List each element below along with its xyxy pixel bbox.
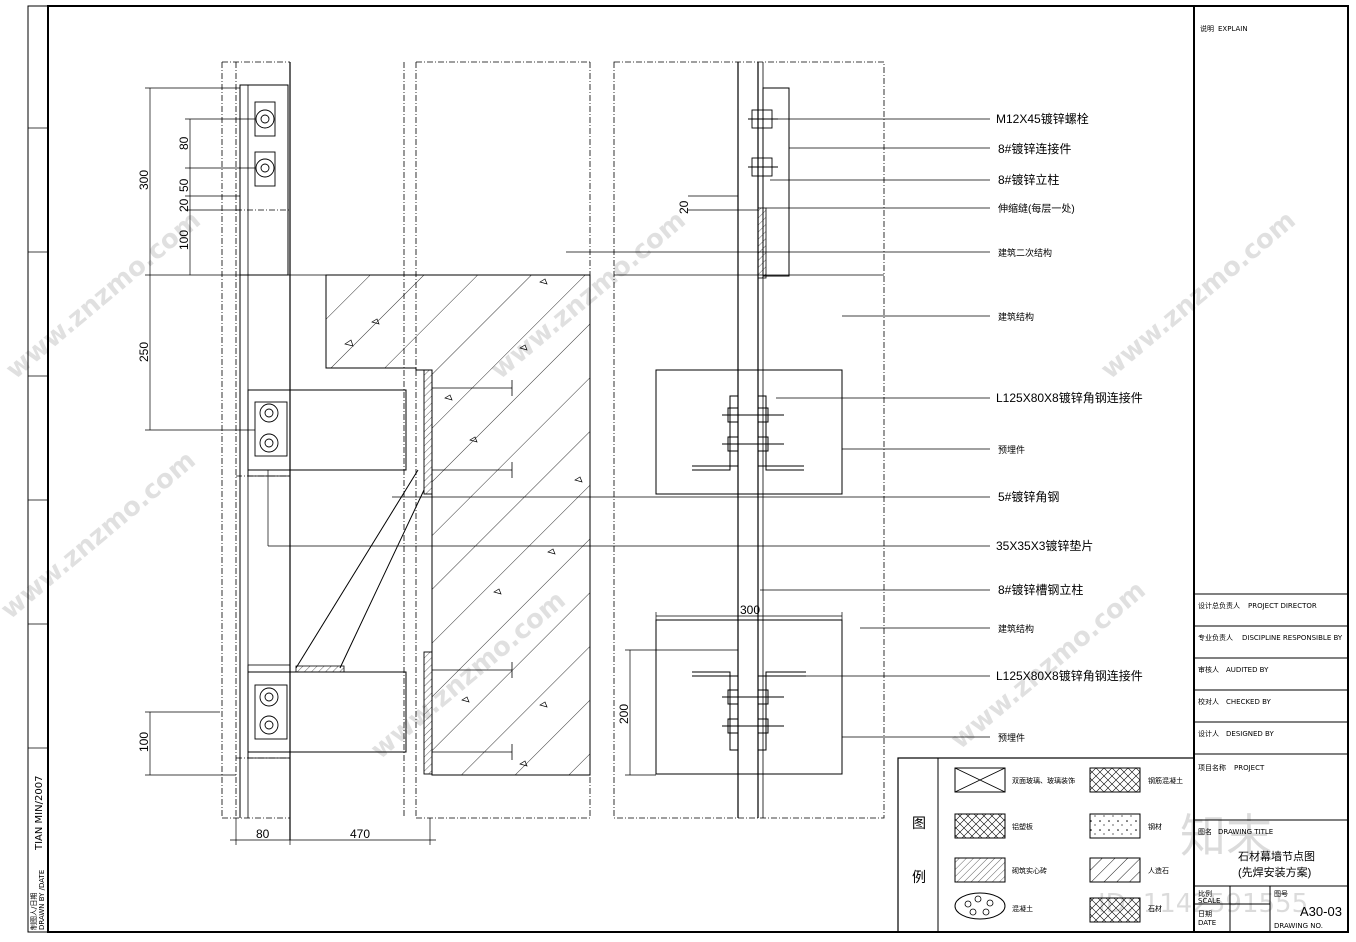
callout-label: 伸缩缝(每层一处): [998, 202, 1075, 215]
tb-row-en: DISCIPLINE RESPONSIBLE BY: [1242, 634, 1343, 642]
left-section: [145, 61, 591, 845]
watermark-text: www.znzmo.com: [0, 445, 202, 625]
dim-300-right: 300: [740, 603, 760, 617]
explain-en: EXPLAIN: [1218, 25, 1248, 33]
callout-label: 8#镀锌槽钢立柱: [998, 582, 1083, 597]
callout-label: 建筑结构: [998, 623, 1034, 634]
project-cn: 项目名称: [1198, 763, 1226, 772]
legend-item: 石材: [1148, 904, 1162, 913]
dim-100b: 100: [137, 732, 151, 752]
callout-label: L125X80X8镀锌角钢连接件: [996, 390, 1143, 405]
legend-item: 钢筋混凝土: [1148, 776, 1183, 785]
callout-label: 建筑结构: [998, 311, 1034, 322]
tb-row-cn: 校对人: [1198, 697, 1219, 706]
scale-en: SCALE: [1198, 897, 1220, 905]
dim-80b: 80: [256, 827, 270, 841]
legend-item: 铝塑板: [1012, 822, 1033, 831]
stamp-author: TIAN MIN/2007: [34, 776, 45, 851]
binding-margin: [27, 5, 49, 933]
dim-80: 80: [177, 136, 191, 150]
drawing-title-en: DRAWING TITLE: [1218, 828, 1273, 836]
drawing-no: A30-03: [1300, 904, 1342, 919]
project-en: PROJECT: [1234, 764, 1265, 772]
callout-labels: M12X45镀锌螺栓 8#镀锌连接件 8#镀锌立柱 伸缩缝(每层一处) 建筑二次…: [996, 111, 1143, 743]
sheet-border: [47, 5, 1349, 933]
callout-label: 预埋件: [998, 732, 1025, 743]
tb-row-en: PROJECT DIRECTOR: [1248, 602, 1317, 610]
callout-label: 8#镀锌连接件: [998, 141, 1071, 156]
explain-cn: 说明: [1200, 24, 1214, 33]
legend-item: 砌筑实心砖: [1012, 866, 1047, 875]
legend-item: 双面玻璃、玻璃装饰: [1012, 776, 1075, 785]
drawing-name-1: 石材幕墙节点图: [1238, 849, 1315, 863]
drawing-title-cn: 图名: [1198, 827, 1212, 836]
dim-50: 50: [177, 178, 191, 192]
tb-row-en: CHECKED BY: [1226, 698, 1272, 706]
legend-title-a: 图: [912, 815, 926, 831]
dim-250: 250: [137, 342, 151, 362]
right-section: [267, 61, 990, 819]
legend-title-b: 例: [912, 869, 926, 885]
title-block: [1193, 6, 1348, 932]
dim-100a: 100: [177, 230, 191, 250]
tb-row-en: DESIGNED BY: [1226, 730, 1274, 738]
callout-label: 建筑二次结构: [998, 247, 1052, 258]
watermark-text: www.znzmo.com: [945, 575, 1151, 755]
dim-200-right: 200: [617, 704, 631, 724]
tb-row-en: AUDITED BY: [1226, 666, 1269, 674]
legend-item: 人造石: [1148, 866, 1169, 875]
dim-20-right: 20: [677, 200, 691, 214]
tb-row-cn: 审核人: [1198, 665, 1219, 674]
scale-cn: 比例: [1198, 889, 1212, 898]
drawing-no-cn: 图号: [1274, 890, 1288, 898]
callout-label: M12X45镀锌螺栓: [996, 111, 1089, 126]
date-cn: 日期: [1198, 910, 1212, 918]
drawing-name-2: (先焊安装方案): [1238, 865, 1311, 879]
legend-item: 钢材: [1148, 822, 1162, 831]
dim-20: 20: [177, 198, 191, 212]
callout-label: 8#镀锌立柱: [998, 172, 1059, 187]
dim-300: 300: [137, 170, 151, 190]
watermark-text: www.znzmo.com: [0, 205, 206, 385]
drawing-no-en: DRAWING NO.: [1274, 922, 1323, 930]
legend-item: 混凝土: [1012, 904, 1033, 913]
dim-470: 470: [350, 827, 370, 841]
legend: [897, 757, 1195, 933]
date-en: DATE: [1198, 919, 1216, 927]
tb-row-cn: 专业负责人: [1198, 633, 1233, 642]
callout-label: 预埋件: [998, 444, 1025, 455]
stamp-role-cn: 制图人/日期: [29, 893, 38, 930]
watermark-text: www.znzmo.com: [1095, 205, 1301, 385]
tb-row-cn: 设计总负责人: [1198, 601, 1240, 610]
watermark-logo: 知末: [1180, 809, 1272, 863]
watermark-id: ID: 1142591555: [1098, 889, 1308, 919]
callout-label: 5#镀锌角钢: [998, 490, 1059, 504]
callout-label: 35X35X3镀锌垫片: [996, 538, 1093, 553]
stamp-role-en: DRAWN BY /DATE: [38, 870, 46, 930]
callout-label: L125X80X8镀锌角钢连接件: [996, 668, 1143, 683]
tb-row-cn: 设计人: [1198, 729, 1219, 738]
